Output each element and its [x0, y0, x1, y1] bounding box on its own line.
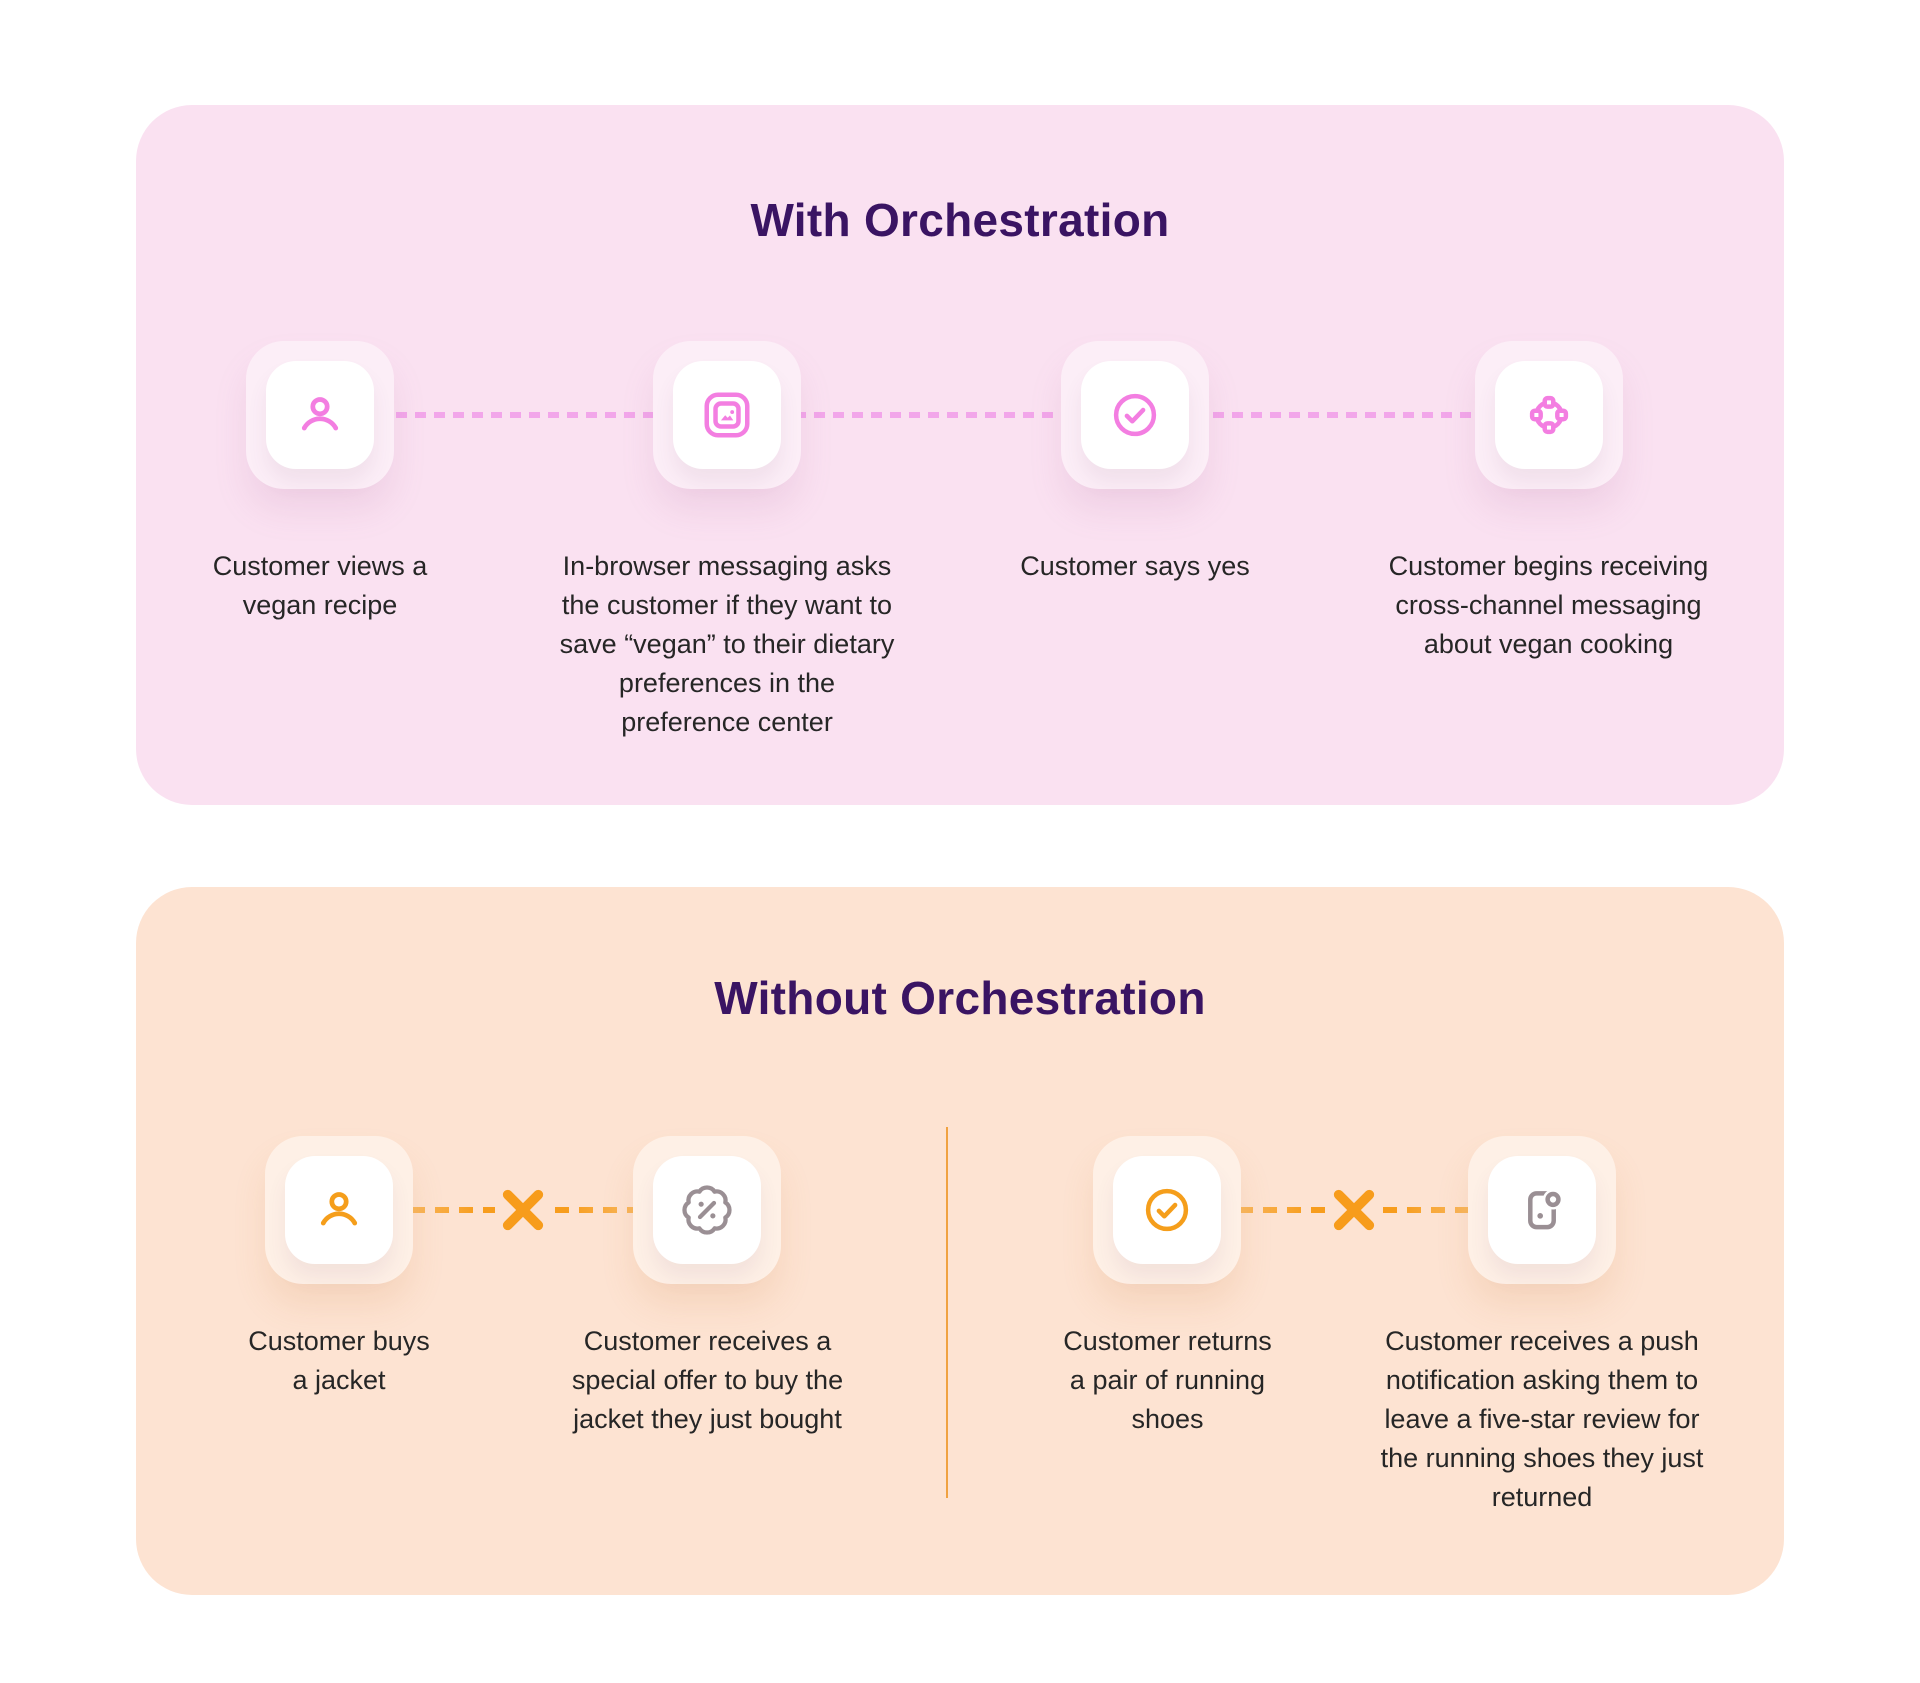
step-cross-channel-messaging: [1475, 341, 1623, 489]
user-icon: [320, 1192, 358, 1226]
check-circle-icon: [1145, 1188, 1189, 1232]
icon-card: [1113, 1156, 1221, 1264]
in-browser-message-icon: [704, 392, 750, 438]
step-caption: Customer receives a push notification as…: [1380, 1326, 1704, 1512]
step-customer-says-yes: [1061, 341, 1209, 489]
step-caption: Customer views a vegan recipe: [212, 551, 428, 620]
broken-link-cross: [495, 1182, 551, 1238]
icon-card: [1495, 361, 1603, 469]
without-orchestration-title: Without Orchestration: [714, 972, 1206, 1024]
step-caption: Customer receives a special offer to buy…: [571, 1326, 844, 1434]
user-icon: [301, 397, 339, 431]
step-caption: Customer buys a jacket: [248, 1326, 430, 1395]
step-customer-buys-jacket: [265, 1136, 413, 1284]
step-in-browser-message: [653, 341, 801, 489]
check-circle-icon: [1113, 393, 1157, 437]
cross-icon: [502, 1189, 544, 1231]
icon-card: [266, 361, 374, 469]
icon-card: [1081, 361, 1189, 469]
icon-card: [653, 1156, 761, 1264]
step-caption: Customer returns a pair of running shoes: [1063, 1326, 1272, 1434]
step-customer-returns-shoes: [1093, 1136, 1241, 1284]
with-orchestration-panel: With Orchestration: [136, 105, 1784, 805]
broken-link-cross: [1326, 1182, 1382, 1238]
step-caption: Customer begins receiving cross-channel …: [1388, 551, 1709, 659]
step-caption: In-browser messaging asks the customer i…: [559, 551, 895, 737]
orchestration-network-icon: [1529, 395, 1569, 435]
step-caption: Customer says yes: [1020, 551, 1250, 581]
icon-card: [1488, 1156, 1596, 1264]
without-orchestration-panel: Without Orchestration: [136, 887, 1784, 1595]
with-orchestration-title: With Orchestration: [750, 194, 1170, 246]
step-customer-views-recipe: [246, 341, 394, 489]
step-push-notification: [1468, 1136, 1616, 1284]
flow-connector-line: [320, 412, 1549, 418]
phone-notification-icon: [1528, 1189, 1564, 1230]
cross-icon: [1333, 1189, 1375, 1231]
discount-badge-icon: [682, 1185, 732, 1235]
icon-card: [673, 361, 781, 469]
icon-card: [285, 1156, 393, 1264]
vertical-divider: [946, 1127, 948, 1498]
step-special-offer: [633, 1136, 781, 1284]
